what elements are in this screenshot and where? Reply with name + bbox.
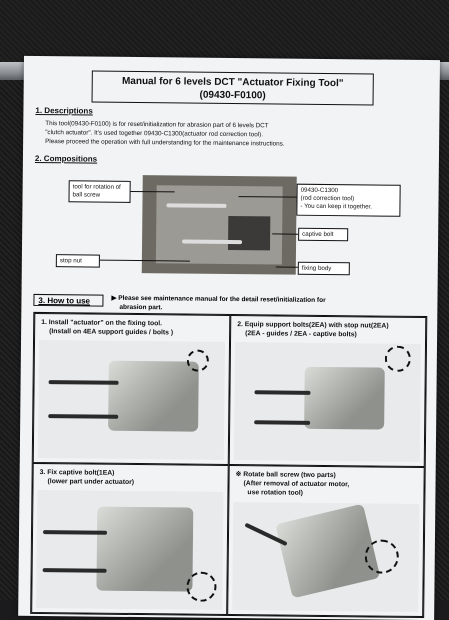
highlight-circle bbox=[186, 349, 209, 372]
leader-rotation bbox=[130, 190, 175, 193]
handle-upper bbox=[254, 390, 311, 395]
step-2-photo bbox=[233, 342, 422, 462]
actuator-body bbox=[96, 506, 194, 592]
step-3: 3. Fix captive bolt(1EA) (lower part und… bbox=[31, 462, 229, 615]
handle-upper bbox=[48, 380, 119, 385]
step-1-line-2: (Install on 4EA support guides / bolts ) bbox=[49, 328, 174, 337]
actuator-body bbox=[108, 360, 199, 432]
compositions-heading: 2. Compositions bbox=[34, 153, 98, 164]
step-3-caption: 3. Fix captive bolt(1EA) (lower part und… bbox=[40, 468, 135, 487]
handle-lower bbox=[48, 414, 119, 419]
highlight-circle bbox=[384, 345, 411, 372]
label-stop-nut: stop nut bbox=[55, 254, 100, 268]
step-4-photo bbox=[232, 502, 420, 612]
step-1-photo bbox=[37, 339, 226, 460]
steps-grid: 1. Install "actuator" on the fixing tool… bbox=[30, 311, 428, 619]
manual-sheet: Manual for 6 levels DCT "Actuator Fixing… bbox=[18, 55, 440, 620]
highlight-circle bbox=[186, 571, 217, 602]
step-1-caption: 1. Install "actuator" on the fixing tool… bbox=[41, 318, 173, 337]
plate-window bbox=[227, 215, 271, 251]
stop-nut-rod bbox=[182, 239, 243, 245]
handle-lower bbox=[254, 420, 311, 425]
label-correction-tool: 09430-C1300 (rod correction tool) - You … bbox=[296, 183, 401, 217]
label-rotation-tool: tool for rotation of ball screw bbox=[68, 180, 131, 203]
descriptions-heading: 1. Descriptions bbox=[35, 105, 93, 116]
step-1: 1. Install "actuator" on the fixing tool… bbox=[32, 312, 231, 465]
step-4: ※ Rotate ball screw (two parts) (After r… bbox=[227, 464, 425, 618]
step-3-line-2: (lower part under actuator) bbox=[47, 478, 135, 486]
label-fixing-body: fixing body bbox=[297, 261, 350, 276]
handle-lower bbox=[42, 568, 107, 573]
how-to-use-note: ▶ Please see maintenance manual for the … bbox=[111, 294, 411, 315]
step-2-caption: 2. Equip support bolts(2EA) with stop nu… bbox=[237, 320, 389, 340]
step-4-caption: ※ Rotate ball screw (two parts) (After r… bbox=[235, 470, 350, 498]
actuator-body bbox=[304, 366, 385, 430]
correction-tool-note: - You can keep it together. bbox=[300, 202, 373, 211]
step-2-line-2: (2EA - guides / 2EA - captive bolts) bbox=[245, 330, 357, 339]
rotation-rod bbox=[166, 203, 227, 208]
how-to-use-heading: 3. How to use bbox=[33, 293, 104, 307]
step-2: 2. Equip support bolts(2EA) with stop nu… bbox=[228, 314, 427, 468]
highlight-circle bbox=[364, 539, 399, 574]
manual-title-box: Manual for 6 levels DCT "Actuator Fixing… bbox=[91, 70, 374, 106]
step-3-photo bbox=[36, 489, 224, 610]
step-4-line-3: use rotation tool) bbox=[247, 489, 303, 497]
handle-upper bbox=[43, 530, 108, 535]
label-captive-bolt: captive bolt bbox=[298, 227, 349, 242]
description-line-3: Please proceed the operation with full u… bbox=[45, 138, 285, 148]
